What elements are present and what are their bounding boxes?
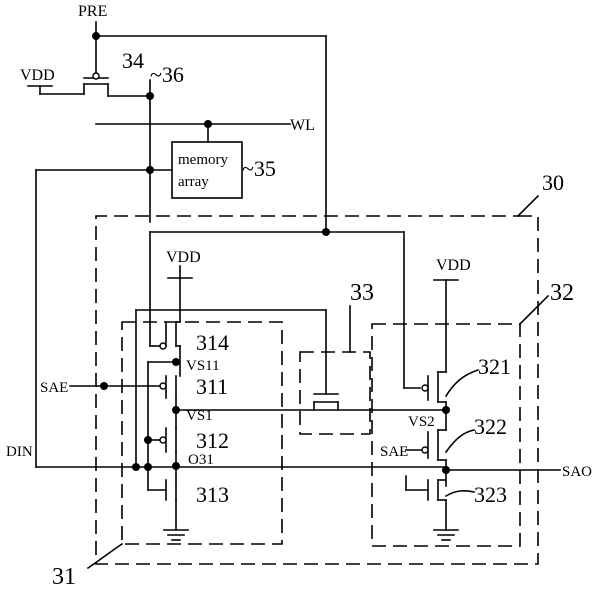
- ref-32: 32: [550, 280, 574, 306]
- leader-322: [444, 429, 475, 454]
- label-vs2: VS2: [408, 414, 435, 430]
- label-vdd-left: VDD: [166, 249, 201, 266]
- label-vs1: VS1: [186, 408, 213, 424]
- memory-line1: memory: [178, 152, 228, 168]
- leader-31: [86, 542, 124, 570]
- label-pre: PRE: [78, 3, 107, 20]
- ref-314: 314: [196, 330, 229, 355]
- leader-321: [444, 368, 480, 398]
- ref-321: 321: [478, 354, 511, 379]
- memory-line2: array: [178, 174, 209, 190]
- pass-gate-33: [313, 393, 339, 411]
- transistor-34: [27, 72, 151, 97]
- label-vdd-top: VDD: [20, 67, 55, 84]
- block-30-outline: [95, 194, 540, 565]
- bit-line-36: [35, 79, 291, 468]
- left-stack: [144, 265, 447, 541]
- ref-34: 34: [122, 48, 144, 73]
- ref-312: 312: [196, 428, 229, 453]
- label-o31: O31: [188, 452, 214, 468]
- interconnect: [35, 228, 447, 471]
- ref-322: 322: [474, 414, 507, 439]
- label-vdd-right: VDD: [436, 257, 471, 274]
- ref-323: 323: [474, 482, 507, 507]
- right-stack: [405, 279, 561, 541]
- leader-32: [518, 294, 550, 326]
- label-sae-right: SAE: [380, 444, 408, 460]
- ref-30: 30: [542, 170, 564, 195]
- ref-36: ~36: [150, 62, 184, 87]
- pre-line: [92, 21, 327, 233]
- label-sae-left: SAE: [40, 380, 68, 396]
- label-vs11: VS11: [186, 358, 220, 374]
- label-sao: SAO: [562, 464, 592, 480]
- block-31-outline: [121, 321, 283, 545]
- memory-array-box: [171, 141, 243, 199]
- label-din: DIN: [6, 444, 33, 460]
- label-wl: WL: [290, 117, 315, 134]
- leader-323: [444, 490, 475, 498]
- ref-35: ~35: [242, 156, 276, 181]
- ref-313: 313: [196, 482, 229, 507]
- block-33-outline: [299, 351, 371, 435]
- ref-33: 33: [350, 280, 374, 306]
- ref-311: 311: [196, 374, 228, 399]
- ref-31: 31: [52, 564, 76, 590]
